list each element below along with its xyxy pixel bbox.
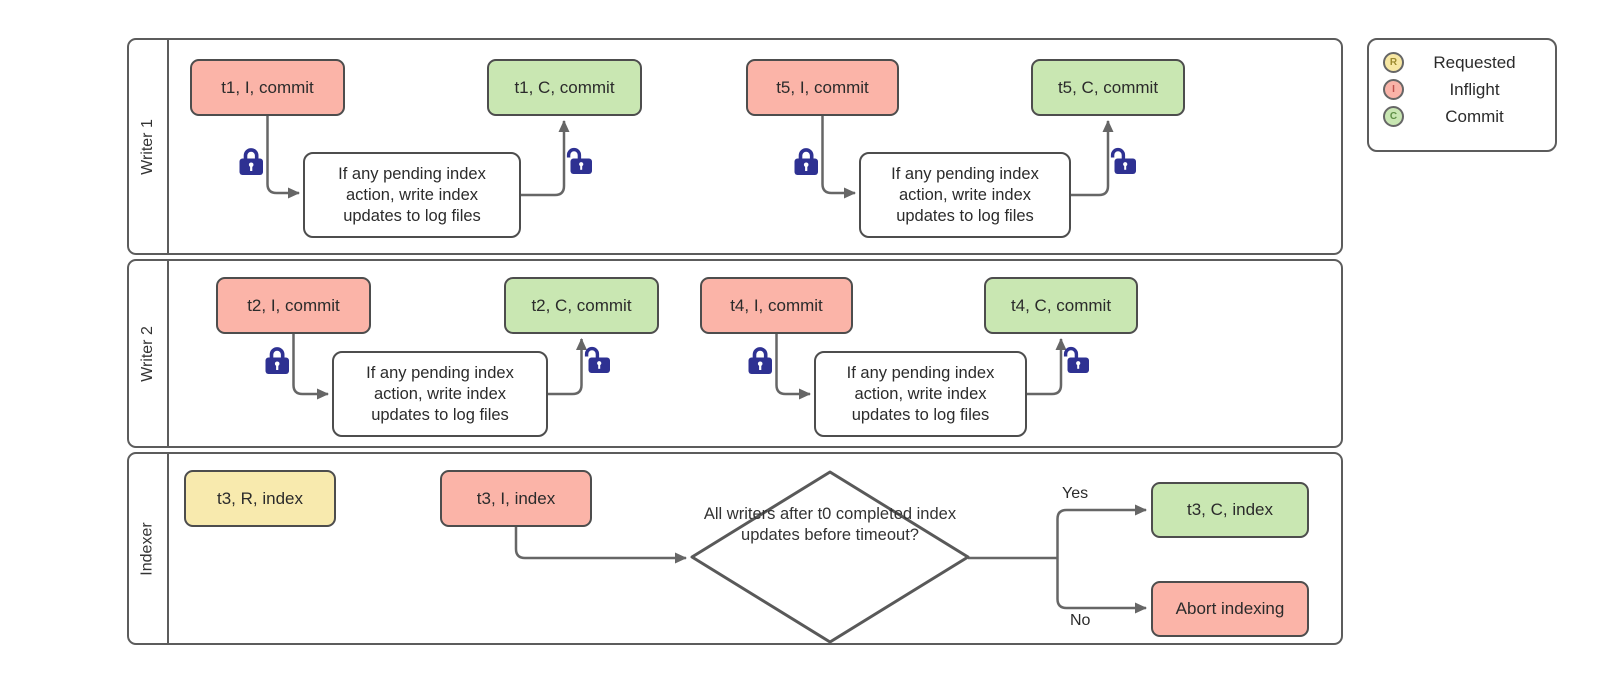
connector-note-to-t1-commit: [521, 120, 570, 197]
lock-open-icon: [1063, 346, 1091, 375]
lock-closed-icon: [792, 148, 820, 177]
lane-writer-1-header: Writer 1: [129, 40, 169, 253]
lock-open-icon: [584, 346, 612, 375]
node-t3-inflight: t3, I, index: [440, 470, 592, 527]
node-t2-commit: t2, C, commit: [504, 277, 659, 334]
requested-state-icon: R: [1383, 52, 1404, 73]
node-t2-inflight: t2, I, commit: [216, 277, 371, 334]
connector-branch-bracket: [1056, 508, 1067, 610]
node-t5-inflight: t5, I, commit: [746, 59, 899, 116]
node-t4-commit: t4, C, commit: [984, 277, 1138, 334]
note-writer2-t2: If any pending index action, write index…: [332, 351, 548, 437]
decision-diamond-shape: [690, 470, 970, 644]
legend-row-inflight: I Inflight: [1383, 76, 1545, 103]
legend-row-commit: C Commit: [1383, 103, 1545, 130]
connector-note-to-t4-commit: [1027, 338, 1067, 396]
branch-yes-label: Yes: [1062, 485, 1089, 502]
connector-t3-inflight-to-decision: [514, 527, 687, 564]
legend-label: Commit: [1445, 106, 1504, 126]
commit-state-icon: C: [1383, 106, 1404, 127]
connector-note-to-t5-commit: [1071, 120, 1114, 197]
lock-closed-icon: [746, 347, 774, 376]
connector-t5-inflight-to-note: [821, 116, 856, 199]
legend-label: Requested: [1433, 52, 1516, 72]
lane-writer-2-header: Writer 2: [129, 261, 169, 446]
lock-closed-icon: [263, 347, 291, 376]
note-writer1-t5: If any pending index action, write index…: [859, 152, 1071, 238]
lock-closed-icon: [237, 148, 265, 177]
connector-t2-inflight-to-note: [292, 334, 329, 400]
inflight-state-icon: I: [1383, 79, 1404, 100]
note-writer2-t4: If any pending index action, write index…: [814, 351, 1027, 437]
legend-row-requested: R Requested: [1383, 49, 1545, 76]
node-t3-commit: t3, C, index: [1151, 482, 1309, 538]
connector-t4-inflight-to-note: [775, 334, 811, 400]
legend-label: Inflight: [1449, 79, 1500, 99]
decision-label: All writers after t0 completed index upd…: [703, 505, 957, 544]
legend-card: R Requested I Inflight C Commit: [1367, 38, 1557, 152]
branch-no-label: No: [1070, 612, 1091, 629]
node-t1-inflight: t1, I, commit: [190, 59, 345, 116]
connector-note-to-t2-commit: [548, 338, 587, 396]
lock-open-icon: [566, 147, 594, 176]
note-writer1-t1: If any pending index action, write index…: [303, 152, 521, 238]
node-t5-commit: t5, C, commit: [1031, 59, 1185, 116]
node-t4-inflight: t4, I, commit: [700, 277, 853, 334]
lane-indexer-header: Indexer: [129, 454, 169, 643]
node-t1-commit: t1, C, commit: [487, 59, 642, 116]
lock-open-icon: [1110, 147, 1138, 176]
node-t3-requested: t3, R, index: [184, 470, 336, 527]
connector-t1-inflight-to-note: [266, 116, 300, 199]
node-abort-indexing: Abort indexing: [1151, 581, 1309, 637]
